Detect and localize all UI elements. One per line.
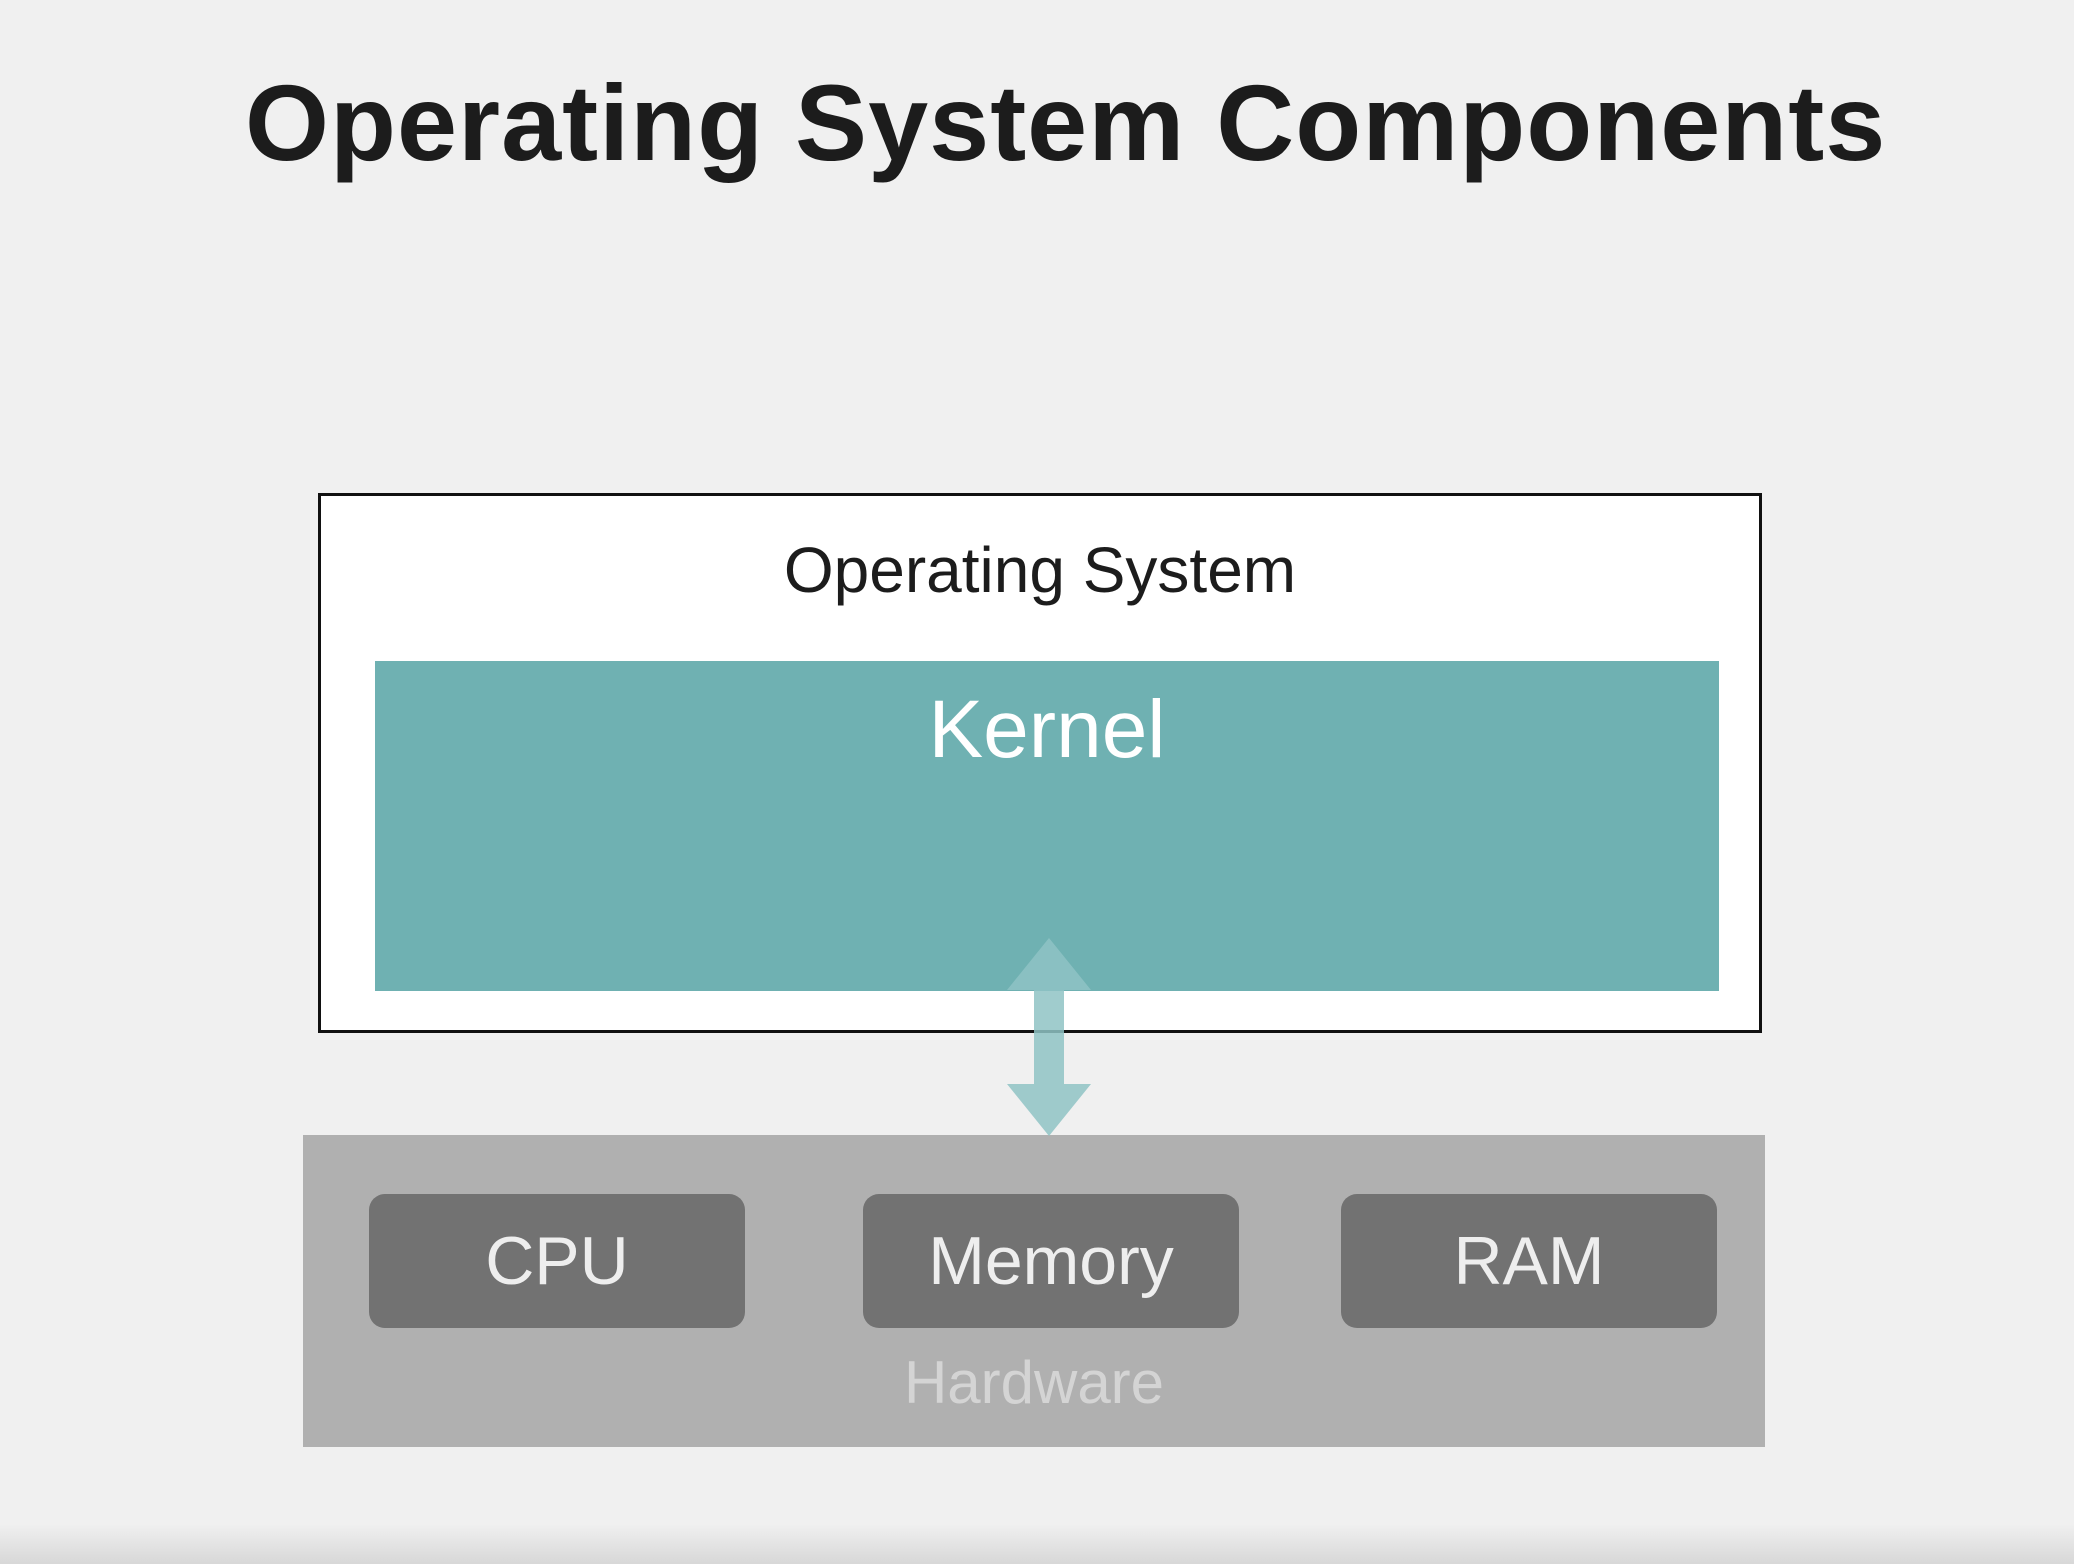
operating-system-label: Operating System <box>783 534 1297 606</box>
arrow-shape <box>1007 938 1091 1136</box>
operating-system-box: Operating System Kernel <box>318 493 1762 1033</box>
bottom-shade <box>0 1524 2074 1564</box>
hardware-item-ram: RAM <box>1341 1194 1717 1328</box>
kernel-box: Kernel <box>375 661 1719 991</box>
kernel-label: Kernel <box>928 684 1166 775</box>
page-title: Operating System Components <box>245 62 1887 183</box>
hardware-item-memory: Memory <box>863 1194 1239 1328</box>
hardware-panel: CPU Memory RAM Hardware <box>303 1135 1765 1447</box>
kernel-hardware-double-arrow <box>1007 938 1091 1136</box>
hardware-label: Hardware <box>903 1349 1165 1416</box>
hardware-item-cpu: CPU <box>369 1194 745 1328</box>
